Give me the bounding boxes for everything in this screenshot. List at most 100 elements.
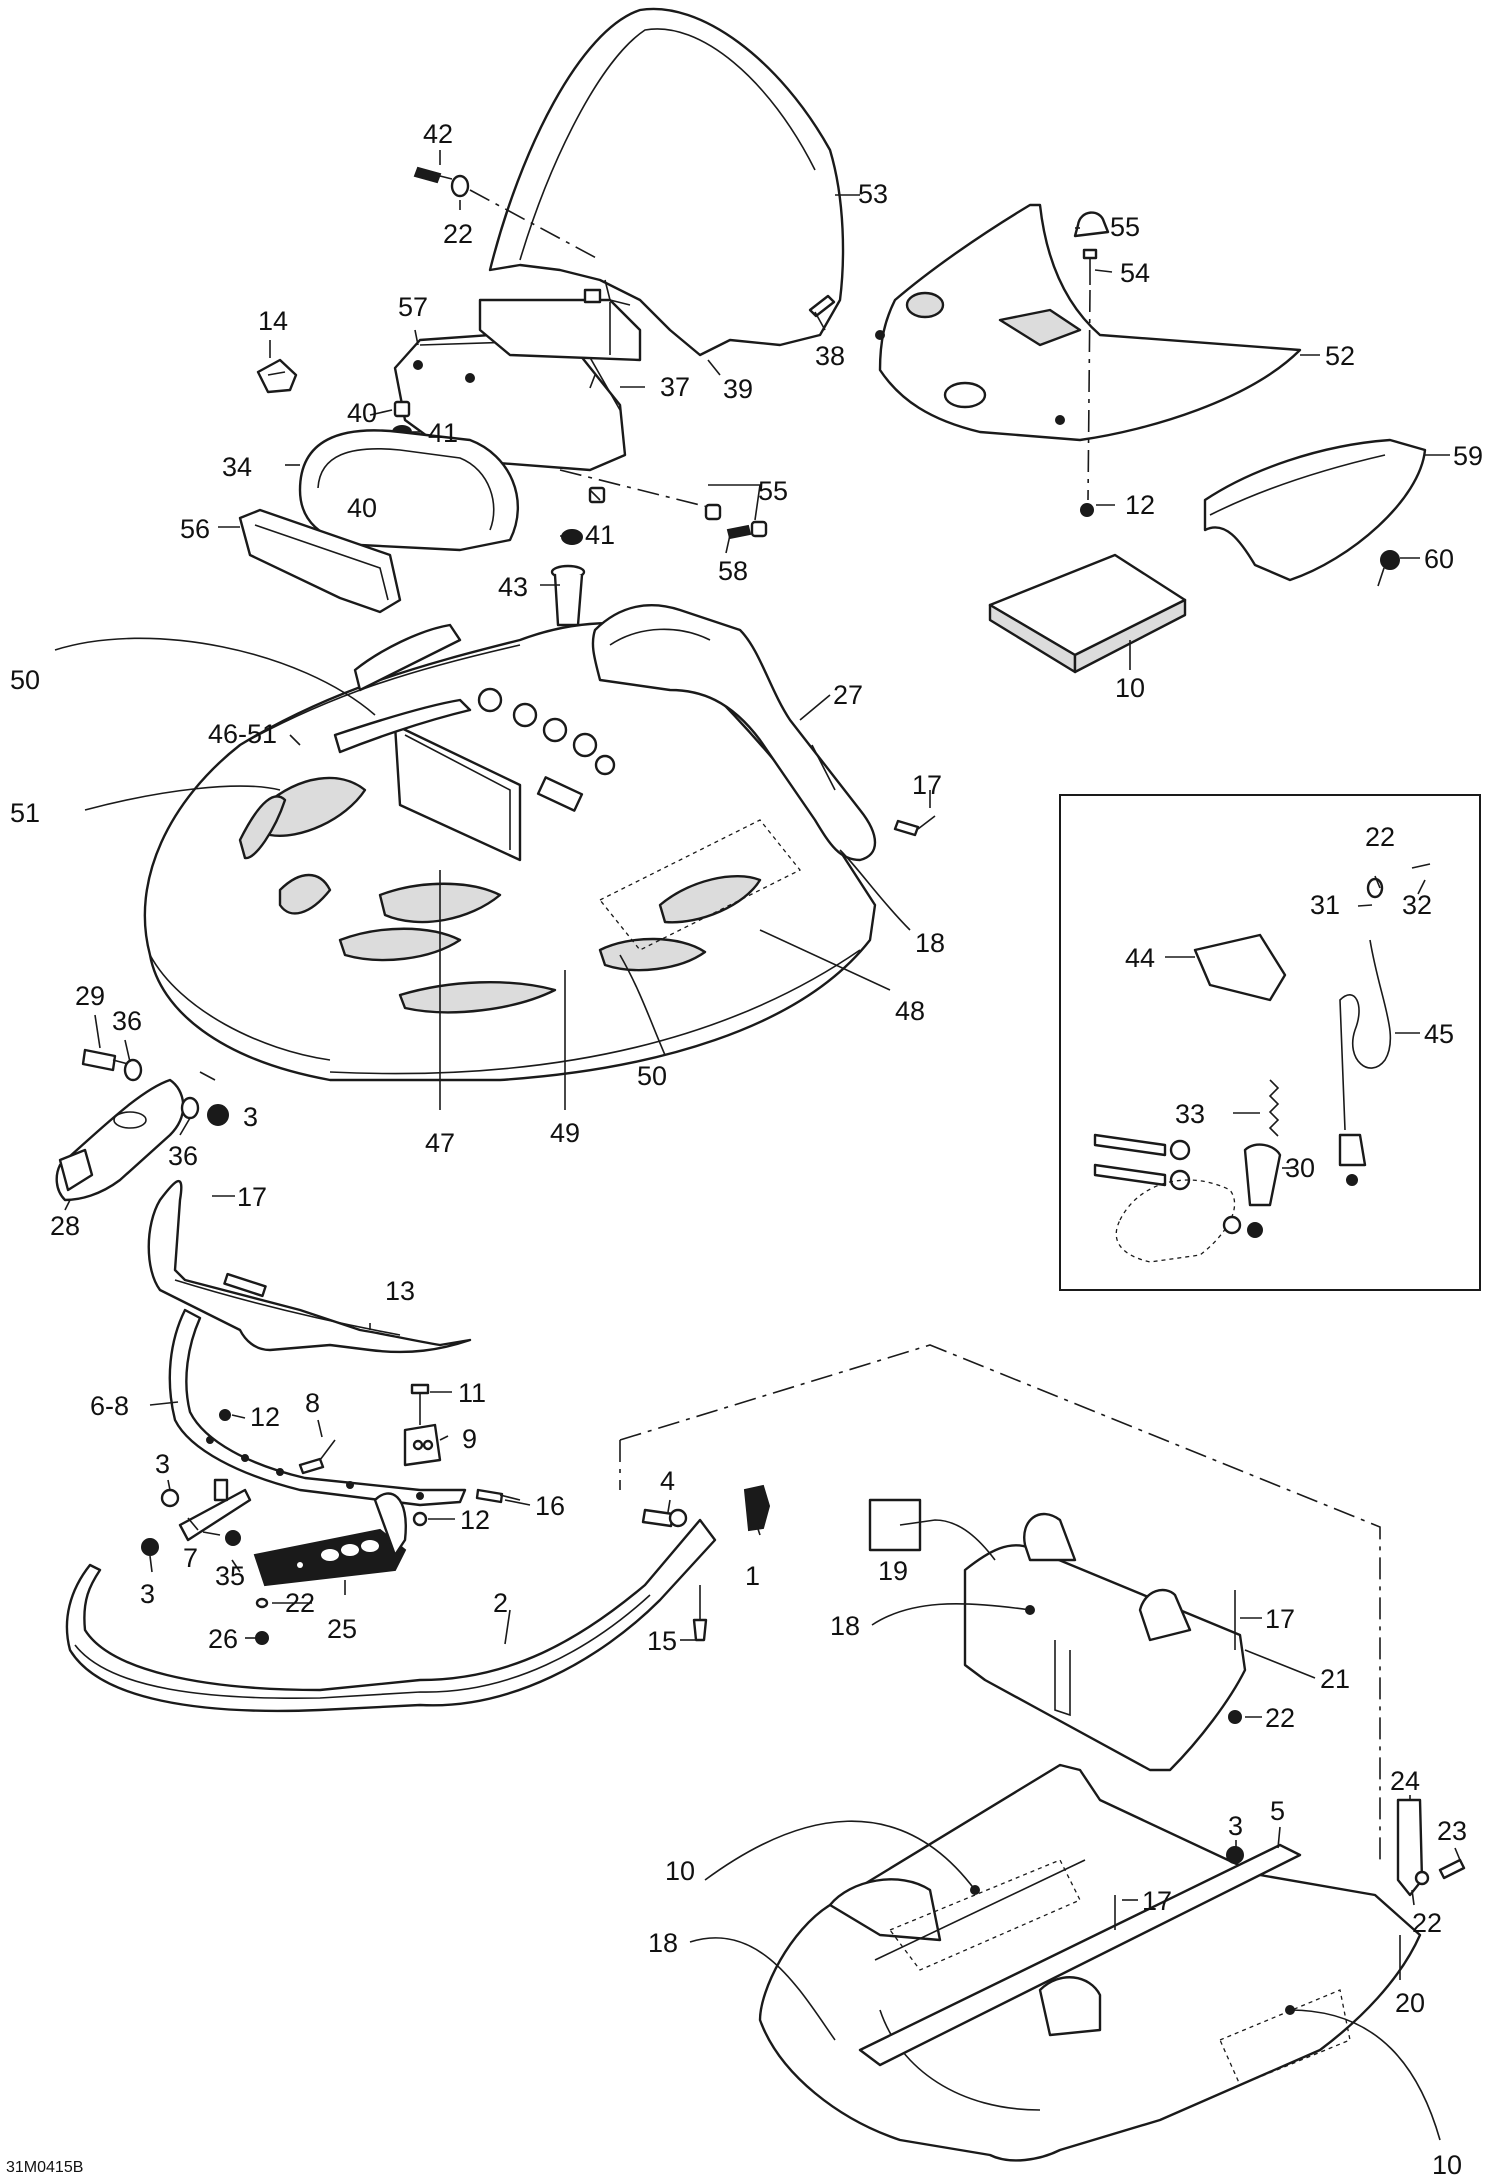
callout-36-a: 36 — [112, 1006, 142, 1036]
callout-58: 58 — [718, 556, 748, 586]
plug-55-b — [750, 520, 768, 538]
callout-29: 29 — [75, 981, 105, 1011]
nut-3-a — [207, 1104, 229, 1126]
latch-1 — [743, 1484, 771, 1532]
washer-36-b — [180, 1096, 200, 1120]
washer-22-top — [450, 174, 470, 198]
callout-22-pan: 22 — [1265, 1703, 1295, 1733]
foam-pad-10-top — [988, 553, 1187, 674]
callout-45: 45 — [1424, 1019, 1454, 1049]
callout-3-d: 3 — [1228, 1811, 1243, 1841]
callout-40-a: 40 — [347, 398, 377, 428]
reference-code: 31M0415B — [6, 2159, 83, 2176]
callout-11: 11 — [458, 1378, 486, 1408]
screw-42 — [413, 166, 453, 184]
callout-17-top: 17 — [912, 770, 942, 800]
callout-2: 2 — [493, 1588, 508, 1618]
nut-3-c — [141, 1538, 159, 1556]
frame-6-8 — [168, 1308, 467, 1507]
windshield — [488, 7, 845, 357]
callout-13: 13 — [385, 1276, 415, 1306]
rivet-23 — [1438, 1858, 1466, 1880]
callout-52: 52 — [1325, 341, 1355, 371]
callout-20: 20 — [1395, 1988, 1425, 2018]
bolt-4 — [641, 1508, 688, 1528]
callout-17-right: 17 — [1265, 1604, 1295, 1634]
callout-17-lower: 17 — [1142, 1886, 1172, 1916]
washer-36-a — [123, 1058, 143, 1082]
callout-18-mid: 18 — [830, 1611, 860, 1641]
callout-39: 39 — [723, 374, 753, 404]
callout-8: 8 — [305, 1388, 320, 1418]
callout-36-b: 36 — [168, 1141, 198, 1171]
bushing-40-b — [588, 486, 606, 504]
callout-47: 47 — [425, 1128, 455, 1158]
callout-50-bottom: 50 — [637, 1061, 667, 1091]
callout-42: 42 — [423, 119, 453, 149]
callout-59: 59 — [1453, 441, 1483, 471]
plug-55-a — [704, 503, 722, 521]
nut-12-mid — [412, 1511, 428, 1527]
nut-12-frame — [219, 1409, 231, 1421]
callout-31: 31 — [1310, 890, 1340, 920]
callout-6-8: 6-8 — [90, 1391, 129, 1421]
callout-25: 25 — [327, 1614, 357, 1644]
callout-53: 53 — [858, 179, 888, 209]
bumper-2 — [65, 1518, 717, 1713]
washer-22-plate — [255, 1597, 269, 1609]
screw-54 — [1082, 248, 1098, 285]
callout-44: 44 — [1125, 943, 1155, 973]
bolt-29 — [81, 1048, 129, 1072]
callout-9: 9 — [462, 1424, 477, 1454]
pad-34 — [298, 429, 520, 552]
clip-38 — [808, 294, 836, 318]
callout-15: 15 — [647, 1626, 677, 1656]
lower-pan-20 — [758, 1763, 1422, 2162]
console-57 — [393, 328, 627, 472]
callout-22-lower: 22 — [1412, 1908, 1442, 1938]
callout-22-plate: 22 — [285, 1588, 315, 1618]
washer-22-b — [1228, 1710, 1242, 1724]
deflector-59 — [1203, 438, 1427, 582]
callout-32: 32 — [1402, 890, 1432, 920]
bracket-24 — [1396, 1798, 1424, 1897]
washer-22-c — [1414, 1870, 1430, 1886]
handle-56 — [238, 508, 402, 614]
nut-3-d — [1226, 1846, 1244, 1864]
belly-pan-21 — [963, 1513, 1247, 1772]
callout-27: 27 — [833, 680, 863, 710]
bolt-26 — [255, 1631, 269, 1645]
callout-34: 34 — [222, 452, 252, 482]
inset-frame — [1059, 794, 1481, 1291]
callout-17-left: 17 — [237, 1182, 267, 1212]
callout-7: 7 — [183, 1543, 198, 1573]
callout-10-bottom: 10 — [1432, 2150, 1462, 2180]
callout-4: 4 — [660, 1466, 675, 1496]
plate-25 — [253, 1492, 407, 1587]
callout-60: 60 — [1424, 544, 1454, 574]
bracket-7 — [178, 1478, 252, 1542]
pad-37 — [478, 298, 642, 362]
grommet-39 — [583, 288, 602, 304]
callout-10-left: 10 — [665, 1856, 695, 1886]
bracket-9 — [403, 1423, 442, 1467]
clip-14 — [256, 358, 298, 394]
callout-48: 48 — [895, 996, 925, 1026]
bolt-11 — [410, 1383, 430, 1425]
sleeve-43 — [550, 564, 586, 627]
callout-3-c: 3 — [140, 1579, 155, 1609]
label-19 — [868, 1498, 922, 1552]
bumper-cover-13 — [147, 1179, 472, 1354]
callout-5: 5 — [1270, 1796, 1285, 1826]
nut-41-b — [561, 529, 583, 545]
callout-37: 37 — [660, 372, 690, 402]
grommet-55 — [1073, 211, 1110, 238]
callout-38: 38 — [815, 341, 845, 371]
nut-3-b — [160, 1488, 180, 1508]
screw-60 — [1377, 550, 1400, 587]
callout-40-b: 40 — [347, 493, 377, 523]
callout-18-top: 18 — [915, 928, 945, 958]
side-panel-27 — [591, 603, 877, 862]
rivet-16 — [475, 1488, 521, 1504]
